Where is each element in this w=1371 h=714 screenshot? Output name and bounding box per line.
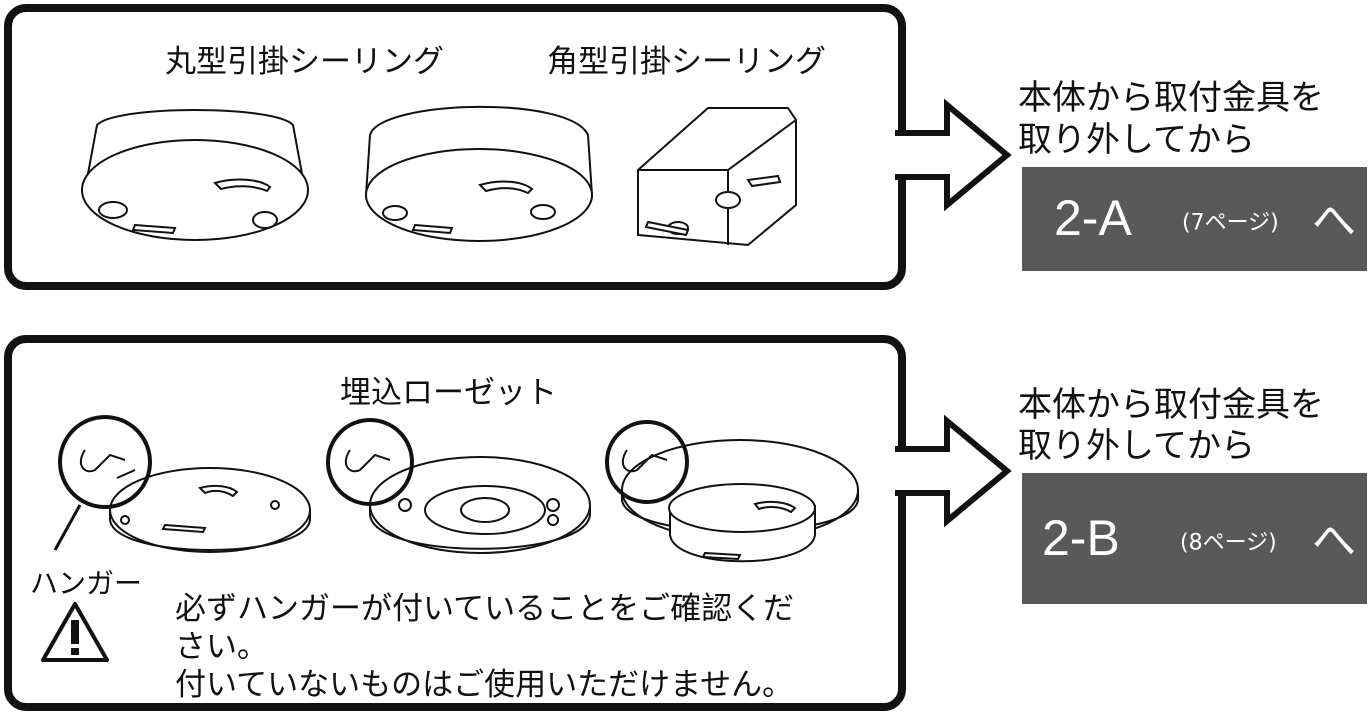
- rosette-label: 埋込ローゼット: [340, 375, 557, 411]
- direction-suffix: へ: [1312, 195, 1356, 247]
- rosette-illustration-3: [605, 420, 859, 563]
- instruction-line-1: 本体から取付金具を: [1018, 385, 1324, 425]
- page-reference: (7ページ): [1182, 210, 1279, 236]
- warning-line-1: 必ずハンガーが付いていることをご確認くだ: [175, 591, 795, 627]
- goto-2b-badge[interactable]: 2-B (8ページ) へ: [1022, 473, 1367, 604]
- arrow-right-icon: [895, 414, 1012, 528]
- warning-line-3: 付いていないものはご使用いただけません。: [175, 667, 794, 703]
- rosette-illustration-1: [53, 415, 311, 553]
- square-ceiling-label: 角型引掛シーリング: [547, 44, 826, 80]
- instruction-line-2: 取り外してから: [1018, 120, 1255, 160]
- warning-icon: [41, 602, 109, 662]
- instruction-line-2: 取り外してから: [1018, 426, 1255, 466]
- goto-2a-badge[interactable]: 2-A (7ページ) へ: [1022, 167, 1367, 271]
- page-reference: (8ページ): [1180, 530, 1277, 556]
- square-ceiling-illustration: [637, 107, 797, 247]
- arrow-right-icon: [895, 98, 1012, 212]
- round-ceiling-illustration-1: [81, 109, 309, 241]
- section-code: 2-B: [1042, 509, 1120, 566]
- direction-suffix: へ: [1312, 514, 1356, 566]
- round-ceiling-label: 丸型引掛シーリング: [165, 44, 444, 80]
- warning-line-2: さい。: [175, 629, 268, 665]
- round-ceiling-illustration-2: [364, 105, 594, 242]
- section-code: 2-A: [1054, 189, 1132, 246]
- hanger-label: ハンガー: [30, 567, 143, 600]
- instruction-line-1: 本体から取付金具を: [1018, 78, 1324, 118]
- rosette-illustration-2: [326, 418, 591, 554]
